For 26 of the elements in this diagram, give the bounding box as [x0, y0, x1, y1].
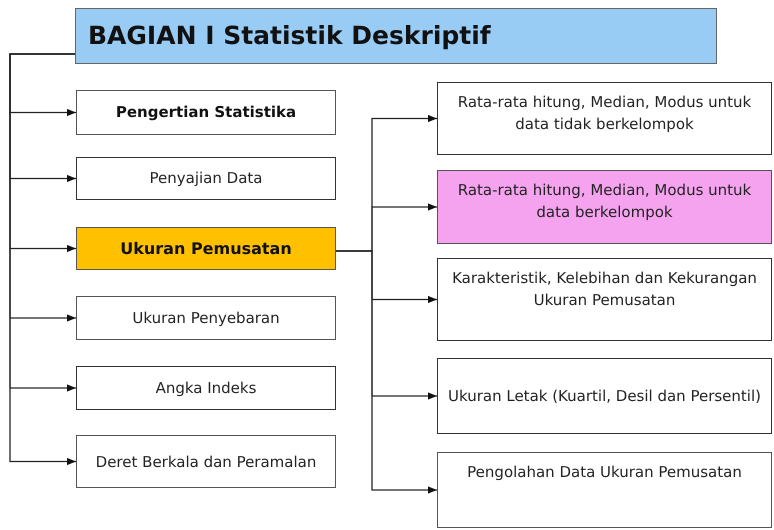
- topic-box: [76, 296, 336, 340]
- node-label: Penyajian Data: [150, 168, 262, 190]
- node-label: Ukuran Letak (Kuartil, Desil dan Persentil): [448, 386, 761, 407]
- subtopic-box: [437, 358, 772, 434]
- node-label: Angka Indeks: [156, 378, 256, 399]
- highlighted-topic-box: [76, 227, 336, 270]
- node-label: Ukuran Pemusatan: [120, 238, 292, 260]
- subtopic-box: [437, 258, 772, 341]
- node-label: Pengertian Statistika: [116, 102, 296, 124]
- node-label: Deret Berkala dan Peramalan: [96, 452, 316, 472]
- node-label: Rata-rata hitung, Median, Modus untuk data berkelompok: [456, 180, 752, 223]
- highlighted-subtopic-box: [437, 170, 772, 244]
- node-label: Pengolahan Data Ukuran Pemusatan: [467, 462, 742, 483]
- topic-box: [76, 90, 336, 135]
- subtopic-box: [437, 452, 772, 528]
- node-label: Karakteristik, Kelebihan dan Kekurangan Ukuran Pemusatan: [451, 268, 758, 311]
- topic-box: [76, 435, 336, 488]
- node-label: Ukuran Penyebaran: [132, 308, 280, 329]
- title-box: [75, 8, 717, 64]
- node-label: Rata-rata hitung, Median, Modus untuk data tidak berkelompok: [456, 92, 752, 135]
- arrow: [9, 53, 76, 466]
- topic-box: [76, 157, 336, 200]
- subtopic-box: [437, 82, 772, 155]
- node-label: BAGIAN I Statistik Deskriptif: [88, 20, 491, 52]
- topic-box: [76, 366, 336, 410]
- arrow: [336, 250, 437, 494]
